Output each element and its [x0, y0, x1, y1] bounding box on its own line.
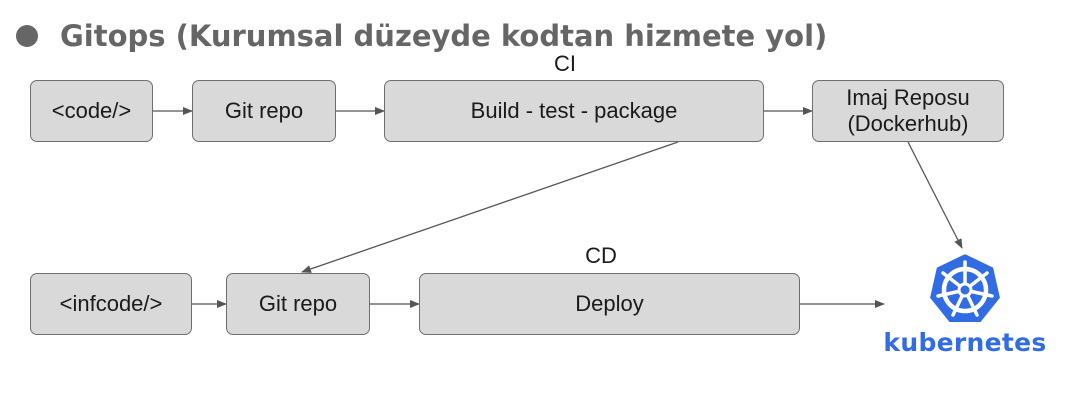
- cd-stage-label: CD: [585, 243, 617, 268]
- build-test-package-box: Build - test - package: [384, 80, 764, 142]
- arrow-build-to-cd-gitrepo: [301, 141, 679, 273]
- title-row: Gitops (Kurumsal düzeyde kodtan hizmete …: [16, 14, 827, 58]
- bullet-dot: [16, 25, 38, 47]
- deploy-label: Deploy: [575, 290, 644, 316]
- cd-git-repo-label: Git repo: [258, 290, 338, 316]
- slide-title: Gitops (Kurumsal düzeyde kodtan hizmete …: [60, 19, 828, 53]
- infcode-box-label: <infcode/>: [59, 290, 163, 316]
- arrow-imagerepo-to-kubernetes: [907, 141, 963, 249]
- build-test-package-label: Build - test - package: [470, 97, 678, 123]
- kubernetes-wordmark: kubernetes: [883, 328, 1047, 357]
- ci-git-repo-label: Git repo: [224, 97, 304, 123]
- cd-git-repo-box: Git repo: [226, 273, 370, 335]
- deploy-box: Deploy: [419, 273, 800, 335]
- code-box: <code/>: [30, 80, 153, 142]
- image-repo-label-line1: Imaj Reposu: [846, 84, 970, 110]
- ci-stage-label: CI: [554, 51, 576, 76]
- image-repo-label-line2: (Dockerhub): [847, 111, 969, 136]
- kubernetes-logo: kubernetes: [880, 250, 1050, 360]
- infcode-box: <infcode/>: [30, 273, 192, 335]
- ci-git-repo-box: Git repo: [192, 80, 336, 142]
- image-repo-box: Imaj Reposu (Dockerhub): [812, 80, 1004, 142]
- helm-wheel-icon: [927, 251, 1003, 324]
- code-box-label: <code/>: [51, 97, 132, 123]
